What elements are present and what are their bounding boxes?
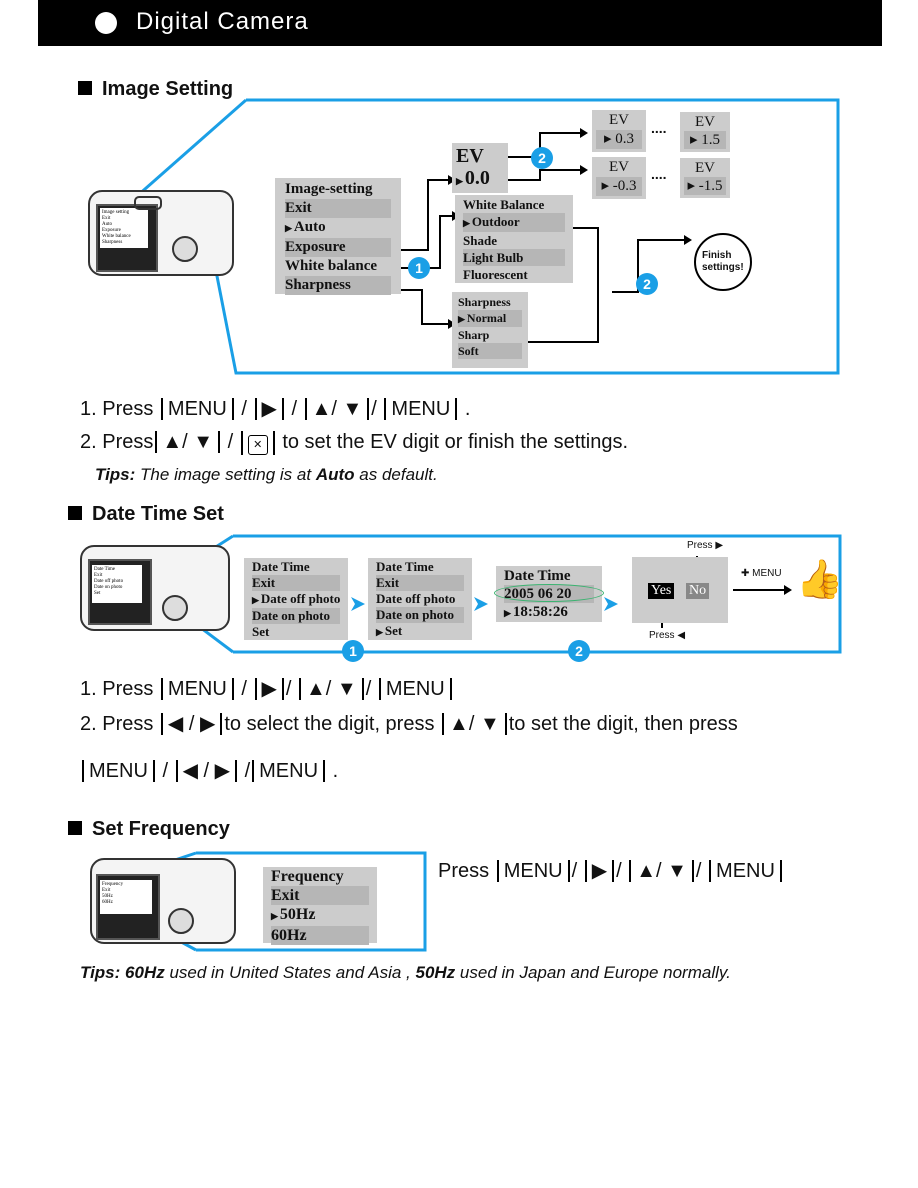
up-down-key: ▲/ ▼ — [629, 860, 694, 882]
step-badge: 1 — [342, 640, 364, 662]
instruction-step-2-keys: MENU / ◀ / ▶ /MENU . — [80, 760, 338, 783]
ok-key: ✕ — [240, 431, 275, 455]
ev-step-panel: EV▸ 1.5 — [680, 112, 730, 152]
no-option: No — [686, 583, 710, 599]
page-header: Digital Camera — [38, 0, 882, 46]
instruction-step-2: 2. Press ◀ / ▶to select the digit, press… — [80, 713, 738, 735]
square-bullet-icon — [78, 81, 92, 95]
bullet-icon — [95, 12, 117, 34]
finish-bubble: Finish settings! — [694, 233, 752, 291]
menu-key: MENU — [160, 678, 234, 700]
ev-step-panel: EV▸ 0.3 — [592, 110, 646, 152]
dpad-icon — [172, 236, 198, 262]
up-down-key: ▲/ ▼ — [299, 678, 364, 700]
square-bullet-icon — [68, 506, 82, 520]
left-right-key: ◀ / ▶ — [160, 713, 223, 735]
left-right-key: ◀ / ▶ — [175, 760, 238, 782]
sharpness-menu: Sharpness ▶Normal Sharp Soft — [452, 292, 528, 368]
dpad-icon — [168, 908, 194, 934]
menu-key: MENU — [160, 398, 234, 420]
press-right-label: Press ▶ — [687, 540, 724, 551]
instruction-step-2: 2. Press▲/ ▼ / ✕ to set the EV digit or … — [80, 431, 629, 455]
menu-key: MENU — [384, 398, 458, 420]
confirm-panel: Yes No — [632, 557, 728, 623]
right-key: ▶ — [254, 678, 284, 700]
section-heading-image-setting: Image Setting — [78, 78, 233, 101]
page-title: Digital Camera — [136, 8, 309, 35]
ev-step-panel: EV▸ -1.5 — [680, 158, 730, 198]
instruction-step-1: 1. Press MENU / ▶/ ▲/ ▼/ MENU — [80, 678, 454, 701]
right-key: ▶ — [584, 860, 615, 882]
up-down-key: ▲/ ▼ — [442, 713, 507, 735]
up-down-key: ▲/ ▼ — [304, 398, 370, 420]
step-badge: 1 — [408, 257, 430, 279]
menu-key: MENU — [496, 860, 570, 882]
ev-panel: EV ▶0.0 — [452, 143, 508, 193]
menu-key: MENU — [378, 678, 452, 700]
step-badge: 2 — [531, 147, 553, 169]
image-setting-menu: Image-setting Exit ▶Auto Exposure White … — [275, 178, 401, 295]
white-balance-menu: White Balance ▶Outdoor Shade Light Bulb … — [455, 195, 573, 283]
dpad-icon — [162, 595, 188, 621]
ellipsis: .... — [651, 166, 667, 182]
menu-key: MENU — [82, 760, 155, 782]
frequency-instruction: Press MENU/ ▶/ ▲/ ▼/ MENU — [438, 860, 784, 883]
menu-key: MENU — [252, 760, 326, 782]
up-down-key: ▲/ ▼ — [155, 431, 221, 453]
step-badge: 2 — [636, 273, 658, 295]
selection-arrow-icon: ▶ — [285, 223, 292, 233]
instruction-step-1: 1. Press MENU / ▶ / ▲/ ▼/ MENU . — [80, 398, 471, 420]
section-heading-date-time: Date Time Set — [68, 503, 224, 526]
step-badge: 2 — [568, 640, 590, 662]
yes-option: Yes — [648, 583, 675, 599]
menu-key: MENU — [709, 860, 782, 882]
ellipsis: .... — [651, 120, 667, 136]
plus-menu-label: ✚ MENU — [741, 568, 782, 579]
thumbs-up-icon: 👍 — [796, 559, 844, 601]
right-key: ▶ — [254, 398, 284, 420]
tips-note: Tips: The image setting is at Auto as de… — [95, 465, 438, 484]
press-left-label: Press ◀ — [649, 630, 686, 641]
section-heading-frequency: Set Frequency — [68, 818, 230, 841]
ev-step-panel: EV▸ -0.3 — [592, 157, 646, 199]
lens-icon — [134, 196, 162, 210]
ok-button-icon: ✕ — [247, 435, 268, 455]
frequency-tips: Tips: 60Hz used in United States and Asi… — [80, 963, 731, 982]
highlight-ellipse — [494, 584, 604, 602]
frequency-menu: Frequency Exit ▶50Hz 60Hz — [263, 867, 377, 945]
date-time-menu: Date Time Exit ▶Date off photo Date on p… — [244, 558, 348, 640]
date-time-menu: Date Time Exit Date off photo Date on ph… — [368, 558, 472, 640]
square-bullet-icon — [68, 821, 82, 835]
